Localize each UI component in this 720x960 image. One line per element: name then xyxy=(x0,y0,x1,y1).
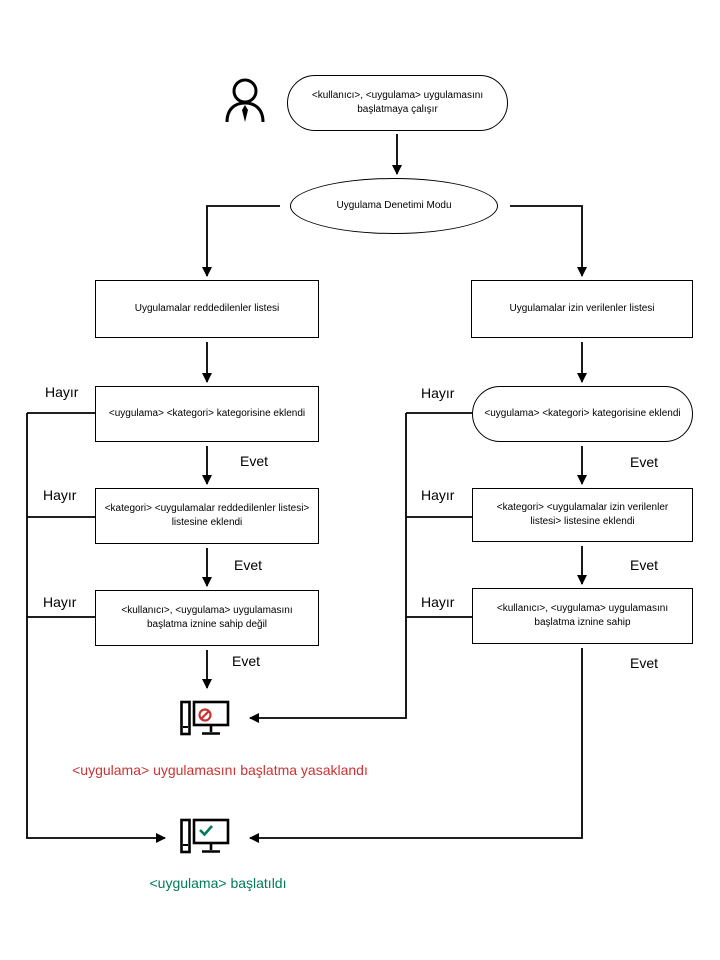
start-node: <kullanıcı>, <uygulama> uygulamasını baş… xyxy=(287,75,508,131)
right-question-2: <kategori> <uygulamalar izin verilenler … xyxy=(472,488,693,542)
no-label-left-1: Hayır xyxy=(45,384,79,400)
denylist-node: Uygulamalar reddedilenler listesi xyxy=(95,280,319,338)
result-started-text: <uygulama> başlatıldı xyxy=(149,875,287,891)
right-question-1: <uygulama> <kategori> kategorisine eklen… xyxy=(472,386,693,442)
computer-blocked-icon xyxy=(180,700,230,736)
mode-node: Uygulama Denetimi Modu xyxy=(290,178,498,234)
no-label-right-1: Hayır xyxy=(421,385,455,401)
no-label-left-3: Hayır xyxy=(43,594,77,610)
no-label-left-2: Hayır xyxy=(43,487,77,503)
left-question-2: <kategori> <uygulamalar reddedilenler li… xyxy=(95,488,319,544)
right-question-3: <kullanıcı>, <uygulama> uygulamasını baş… xyxy=(472,588,693,644)
allowlist-node: Uygulamalar izin verilenler listesi xyxy=(471,280,693,338)
computer-allowed-icon xyxy=(180,818,230,854)
result-blocked-text: <uygulama> uygulamasını başlatma yasakla… xyxy=(72,762,368,778)
yes-label-left-1: Evet xyxy=(240,453,269,469)
user-icon xyxy=(225,78,265,123)
yes-label-right-2: Evet xyxy=(630,557,659,573)
arrow-mode-to-allowlist xyxy=(510,205,587,277)
yes-label-left-3: Evet xyxy=(232,653,261,669)
yes-label-left-2: Evet xyxy=(234,557,263,573)
no-label-right-2: Hayır xyxy=(421,487,455,503)
arrow-left-no-to-started xyxy=(26,413,166,843)
no-label-right-3: Hayır xyxy=(421,594,455,610)
yes-label-right-3: Evet xyxy=(630,655,659,671)
arrow-mode-to-denylist xyxy=(202,205,280,277)
arrow-rq3-yes-to-started xyxy=(249,648,583,843)
left-question-3: <kullanıcı>, <uygulama> uygulamasını baş… xyxy=(95,590,319,646)
arrow-right-no-to-blocked xyxy=(249,413,407,723)
yes-label-right-1: Evet xyxy=(630,454,659,470)
left-question-1: <uygulama> <kategori> kategorisine eklen… xyxy=(95,386,319,442)
